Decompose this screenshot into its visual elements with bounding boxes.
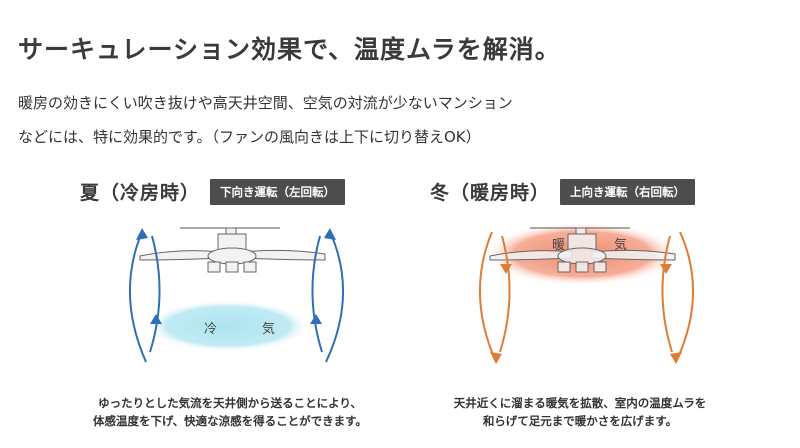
winter-left-arrowhead-bottom [490, 352, 502, 364]
winter-caption-line-2: 和らげて足元まで暖かさを広げます。 [482, 414, 678, 428]
summer-left-arrowhead-mid [150, 314, 162, 324]
summer-header: 夏（冷房時） 下向き運転（左回転） [80, 178, 346, 205]
summer-panel: 夏（冷房時） 下向き運転（左回転） [80, 170, 420, 448]
summer-caption-line-1: ゆったりとした気流を天井側から送ることにより、 [98, 396, 362, 410]
summer-caption: ゆったりとした気流を天井側から送ることにより、 体感温度を下げ、快適な涼感を得る… [60, 394, 400, 430]
description-line-1: 暖房の効きにくい吹き抜けや高天井空間、空気の対流が少ないマンション [18, 94, 513, 112]
summer-left-airflow-arrow [129, 231, 161, 363]
winter-diagram: 暖 気 [470, 214, 710, 374]
winter-air-label-right: 気 [614, 238, 628, 253]
summer-air-label-right: 気 [262, 322, 276, 337]
description: 暖房の効きにくい吹き抜けや高天井空間、空気の対流が少ないマンション などには、特… [18, 86, 513, 154]
winter-mode-badge: 上向き運転（右回転） [560, 178, 696, 205]
summer-season-label: 夏（冷房時） [80, 182, 201, 204]
winter-left-airflow-arrow [479, 231, 511, 363]
winter-caption: 天井近くに溜まる暖気を拡散、室内の温度ムラを 和らげて足元まで暖かさを広げます。 [410, 394, 750, 430]
winter-right-arrowhead-bottom [670, 352, 682, 364]
summer-caption-line-2: 体感温度を下げ、快適な涼感を得ることができます。 [92, 414, 368, 428]
ceiling-fan-icon [139, 227, 326, 273]
summer-left-arrowhead-top [136, 228, 148, 240]
winter-air-label-left: 暖 [552, 238, 566, 253]
winter-right-airflow-arrow [661, 231, 694, 363]
description-line-2: などには、特に効果的です。（ファンの風向きは上下に切り替えOK） [18, 128, 481, 146]
summer-right-airflow-arrow [311, 231, 344, 363]
winter-header: 冬（暖房時） 上向き運転（右回転） [430, 178, 696, 205]
winter-right-arrowhead-mid [660, 264, 672, 274]
ceiling-fan-icon [489, 227, 676, 273]
winter-left-arrowhead-mid [500, 264, 512, 274]
summer-right-arrowhead-top [324, 228, 336, 240]
winter-airflow-svg [479, 222, 694, 364]
summer-diagram: 冷 気 [120, 214, 360, 374]
summer-airflow-svg [129, 227, 344, 363]
summer-right-arrowhead-mid [310, 314, 322, 324]
summer-mode-badge: 下向き運転（左回転） [210, 178, 346, 205]
page-title: サーキュレーション効果で、温度ムラを解消。 [18, 35, 561, 64]
winter-caption-line-1: 天井近くに溜まる暖気を拡散、室内の温度ムラを [453, 396, 707, 410]
winter-panel: 冬（暖房時） 上向き運転（右回転） [430, 170, 770, 448]
winter-season-label: 冬（暖房時） [430, 182, 551, 204]
summer-air-label-left: 冷 [204, 322, 218, 337]
cool-air-cloud [146, 300, 310, 352]
